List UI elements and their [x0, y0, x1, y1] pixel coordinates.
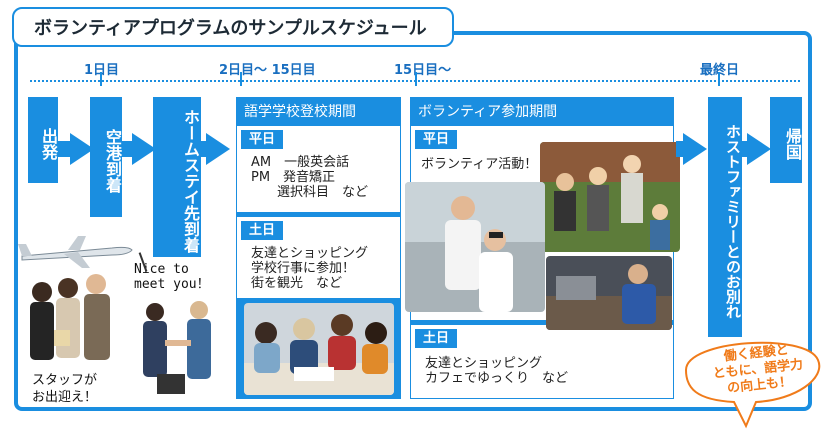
- school-weekend-line: 友達とショッピング: [251, 246, 369, 261]
- volunteer-header: ボランティア参加期間: [418, 104, 558, 120]
- arrow-right-icon: [747, 133, 771, 165]
- school-weekday-line: AM 一般英会話: [251, 155, 350, 170]
- staff-photo: [22, 268, 122, 368]
- arrow-right-icon: [206, 133, 230, 165]
- cafe-photo: [546, 256, 672, 330]
- timeline-day15on: 15日目〜: [394, 63, 452, 78]
- step-return: 帰国: [770, 97, 802, 183]
- arrow-shaft: [742, 141, 750, 157]
- arrow-shaft: [201, 141, 209, 157]
- school-header: 語学学校登校期間: [244, 104, 356, 120]
- timeline-last: 最終日: [700, 63, 740, 78]
- arrow-shaft: [676, 141, 686, 157]
- timeline-day1: 1日目: [84, 63, 120, 78]
- volunteer-weekday-tag: 平日: [415, 130, 458, 149]
- greeting-line: meet you！: [134, 277, 210, 292]
- volunteer-weekend-line: カフェでゆっくり など: [425, 371, 569, 386]
- school-weekday-tag: 平日: [241, 130, 284, 149]
- step-farewell: ホストファミリーとのお別れ: [708, 97, 742, 337]
- airplane-icon: [16, 230, 136, 270]
- waiter-photo: [405, 182, 545, 312]
- school-weekday-line: PM 発音矯正: [251, 170, 336, 185]
- school-weekend-line: 学校行事に参加！: [251, 261, 356, 276]
- volunteer-weekday-text: ボランティア活動！: [421, 157, 538, 172]
- school-weekday-card: 平日 AM 一般英会話 PM 発音矯正 選択科目 など: [236, 125, 401, 213]
- school-weekend-card: 土日 友達とショッピング 学校行事に参加！ 街を観光 など: [236, 216, 401, 299]
- handshake-photo: [135, 296, 221, 398]
- arrow-right-icon: [683, 133, 707, 165]
- school-weekend-line: 街を観光 など: [251, 276, 343, 291]
- volunteer-weekend-tag: 土日: [415, 329, 458, 348]
- step-depart: 出発: [28, 97, 58, 183]
- timeline-tick: [240, 72, 242, 86]
- staff-caption: スタッフが お出迎え！: [32, 372, 97, 406]
- greeting-line: Nice to: [134, 262, 189, 277]
- step-arrive-airport: 空港到着: [90, 97, 122, 217]
- greeting-speech: Nice to meet you！: [134, 262, 210, 292]
- timeline-tick: [718, 72, 720, 86]
- step-arrive-homestay: ホームステイ先到着: [153, 97, 201, 257]
- page-title-text: ボランティアプログラムのサンプルスケジュール: [34, 18, 427, 39]
- school-weekday-line: 選択科目 など: [251, 185, 369, 200]
- classroom-photo: [244, 303, 394, 395]
- page-title: ボランティアプログラムのサンプルスケジュール: [12, 7, 454, 47]
- skills-badge: 働く経験と ともに、語学力 の向上も！: [676, 330, 826, 430]
- staff-caption-line: お出迎え！: [32, 390, 98, 405]
- arrow-right-icon: [132, 133, 156, 165]
- timeline-tick: [100, 72, 102, 86]
- timeline-tick: [415, 72, 417, 86]
- volunteer-weekend-card: 土日 友達とショッピング カフェでゆっくり など: [410, 324, 674, 399]
- children-photo: [540, 142, 680, 252]
- timeline-day2to15: 2日目〜 15日目: [219, 63, 316, 78]
- staff-caption-line: スタッフが: [32, 373, 98, 388]
- volunteer-weekend-line: 友達とショッピング: [425, 356, 543, 371]
- school-weekend-tag: 土日: [241, 221, 284, 240]
